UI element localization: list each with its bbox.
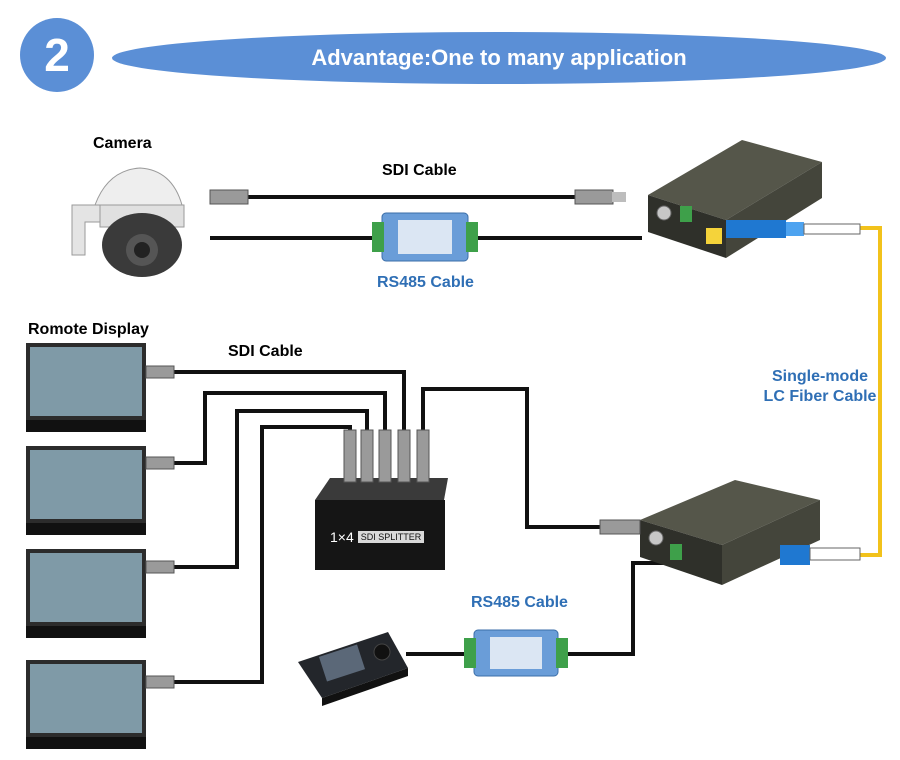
label-sdi-cable-mid: SDI Cable [228,343,303,360]
label-sdi-cable-top: SDI Cable [382,162,457,179]
title-banner: Advantage:One to many application [112,32,886,84]
camera-icon [71,167,185,277]
fiber-transceiver-icon [640,480,820,585]
sdi-cables-displays [174,370,600,684]
splitter-ratio: 1×4 [330,529,354,545]
splitter-badge: SDI SPLITTER [357,531,425,543]
sdi-splitter-icon [315,429,448,570]
bnc-connector-icon [145,365,175,689]
label-rs485-cable-top: RS485 Cable [377,274,474,291]
lc-connector-icon [726,220,861,238]
splitter-label: 1×4 SDI SPLITTER [330,528,434,546]
monitor-icon [26,446,146,535]
bnc-connector-icon [599,519,641,535]
rs485-converter-icon [372,212,478,262]
label-fiber-cable-line1: Single-mode [771,368,868,385]
label-remote-display: Romote Display [28,321,149,338]
bnc-connector-icon [209,189,626,205]
label-fiber-cable-line2: LC Fiber Cable [763,388,877,405]
fiber-cable [860,226,882,557]
ptz-keyboard-icon [298,632,408,706]
monitor-icon [26,343,146,432]
label-camera: Camera [93,135,152,152]
rs485-cable-keyboard [406,561,676,656]
rs485-converter-icon [464,629,568,677]
step-number-badge: 2 [20,18,94,92]
step-number: 2 [44,29,70,81]
lc-connector-icon [780,545,861,565]
page-title: Advantage:One to many application [311,45,687,70]
monitor-icon [26,549,146,638]
label-fiber-cable: Single-mode LC Fiber Cable [755,368,885,406]
label-rs485-cable-bottom: RS485 Cable [471,594,568,611]
fiber-transceiver-icon [648,140,822,258]
monitor-icon [26,660,146,749]
